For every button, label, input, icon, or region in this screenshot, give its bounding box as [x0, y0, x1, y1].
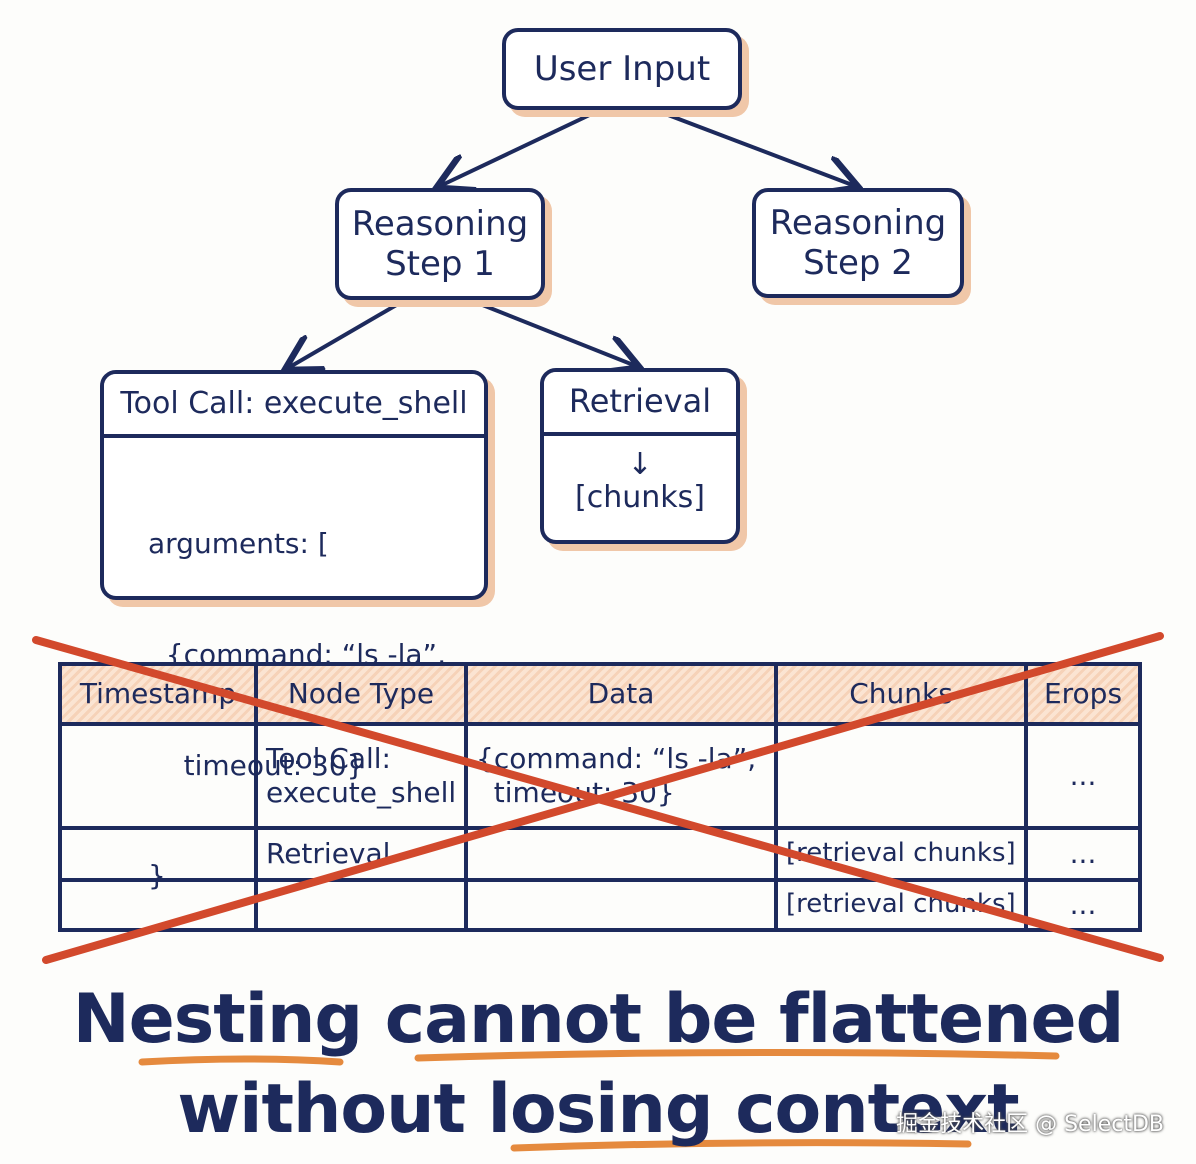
table-row: Retrieval [retrieval chunks] ... — [58, 826, 1142, 882]
retrieval-title: Retrieval — [544, 372, 736, 436]
node-step1-label: Reasoning Step 1 — [351, 203, 529, 284]
headline-underline-1 — [138, 1055, 344, 1066]
table-cell — [464, 826, 778, 882]
table-cell: ... — [1024, 826, 1142, 882]
table-cell: {command: “ls -la”, timeout: 30} — [464, 722, 778, 830]
table-cell — [58, 878, 258, 932]
retrieval-body: ↓ [chunks] — [544, 436, 736, 516]
node-user-input-label: User Input — [533, 48, 711, 89]
headline-line-1: Nesting cannot be flattened — [72, 980, 1125, 1059]
table-row: [retrieval chunks] ... — [58, 878, 1142, 932]
table-cell: Retrieval — [254, 826, 468, 882]
retrieval-chunks: [chunks] — [575, 480, 705, 515]
table-cell: ... — [1024, 722, 1142, 830]
edge-root-step2 — [654, 108, 855, 186]
table-cell — [58, 826, 258, 882]
table-cell: ... — [1024, 878, 1142, 932]
table-cell — [464, 878, 778, 932]
edge-step1-toolcall — [288, 298, 407, 368]
edge-step1-retrieval — [469, 298, 636, 366]
table-cell — [774, 722, 1028, 830]
code-line: arguments: [ — [148, 526, 329, 560]
table-row: Tool Call: execute_shell {command: “ls -… — [58, 722, 1142, 830]
node-tool-call: Tool Call: execute_shell arguments: [ {c… — [100, 370, 488, 892]
column-header: Node Type — [254, 662, 468, 726]
node-reasoning-step-2: Reasoning Step 2 — [752, 188, 964, 298]
table-cell — [254, 878, 468, 932]
watermark: 掘金技术社区 @ SelectDB — [896, 1112, 1164, 1137]
column-header: Data — [464, 662, 778, 726]
column-header: Chunks — [774, 662, 1028, 726]
tool-call-title: Tool Call: execute_shell — [104, 374, 484, 438]
node-reasoning-step-1: Reasoning Step 1 — [335, 188, 545, 300]
node-retrieval: Retrieval ↓ [chunks] — [540, 368, 740, 544]
down-arrow-icon: ↓ — [627, 447, 653, 482]
headline-line-2: without losing context — [177, 1070, 1019, 1149]
table-cell: [retrieval chunks] — [774, 826, 1028, 882]
edge-root-step1 — [440, 108, 601, 186]
table-cell: Tool Call: execute_shell — [254, 722, 468, 830]
table-cell — [58, 722, 258, 830]
column-header: Erops — [1024, 662, 1142, 726]
column-header: Timestamp — [58, 662, 258, 726]
flattened-table: Timestamp Node Type Data Chunks Erops To… — [58, 662, 1142, 932]
node-step2-label: Reasoning Step 2 — [769, 202, 947, 283]
table-cell: [retrieval chunks] — [774, 878, 1028, 932]
node-user-input: User Input — [502, 28, 742, 110]
